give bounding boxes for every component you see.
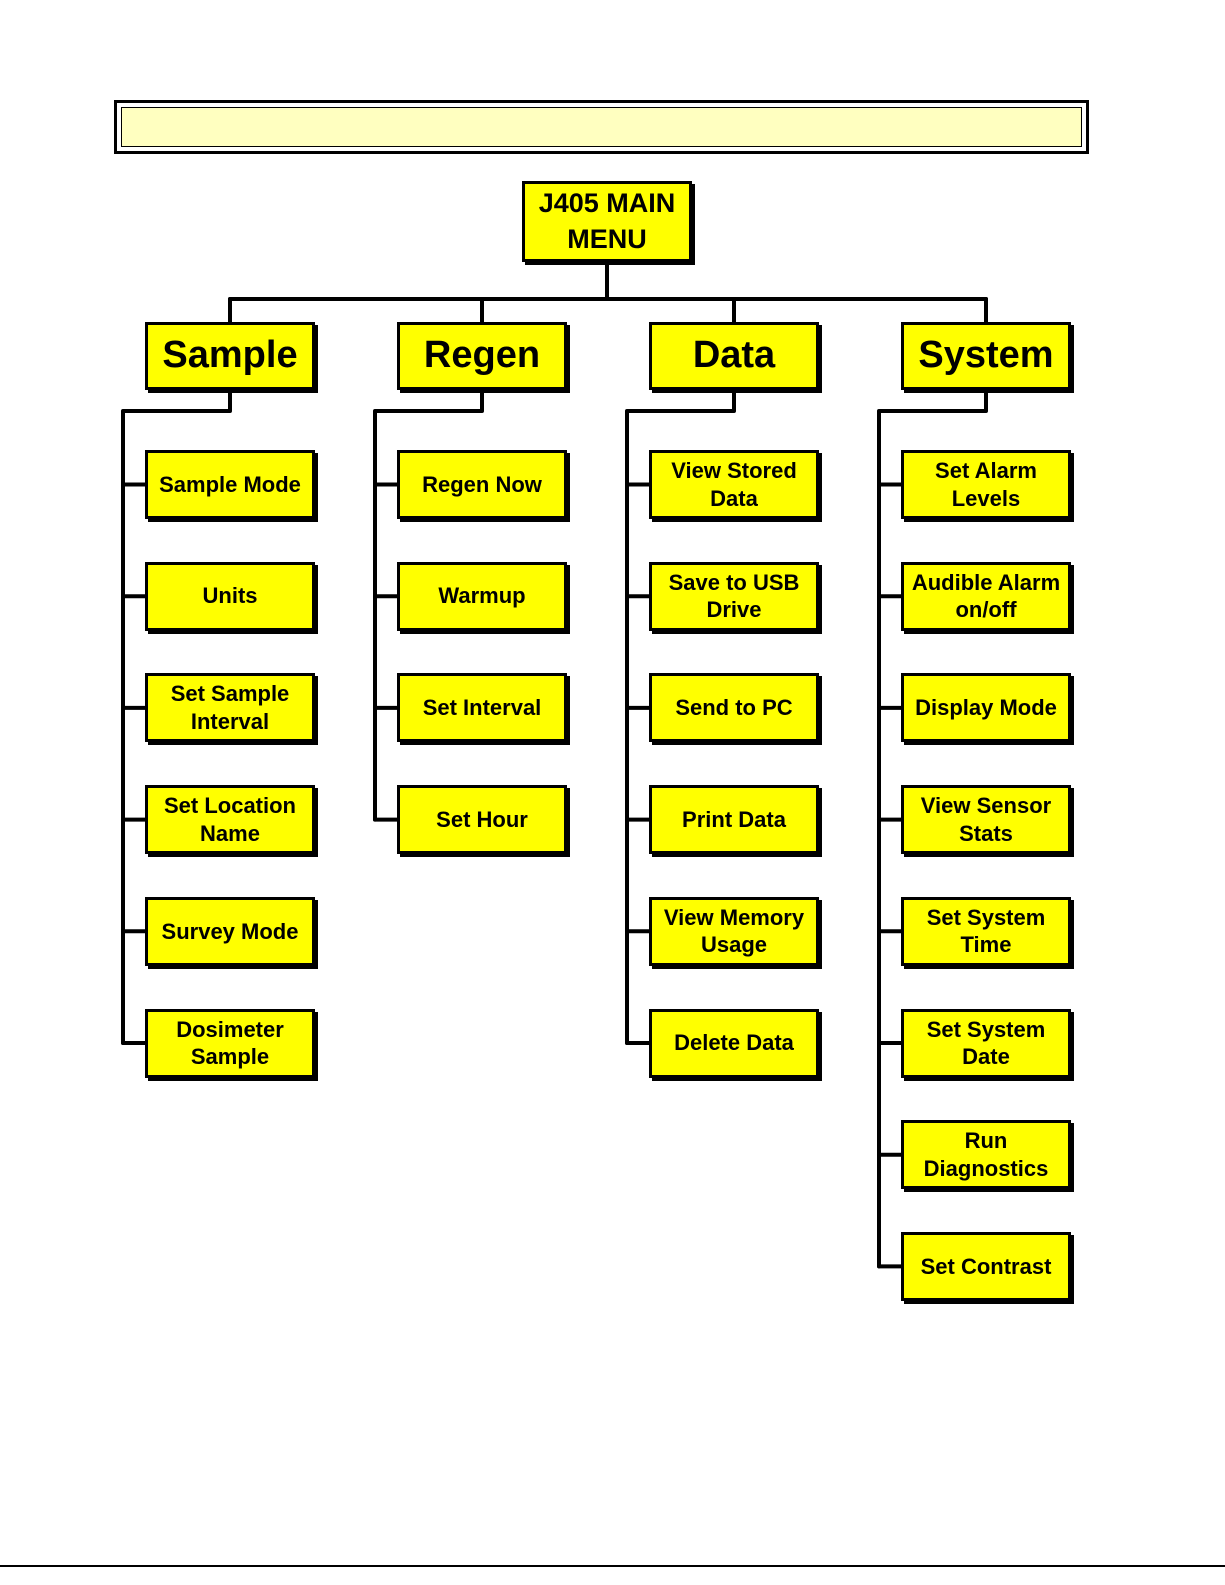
menu-item-survey-mode[interactable]: Survey Mode — [145, 896, 315, 966]
menu-item-units[interactable]: Units — [145, 561, 315, 631]
menu-node-sample[interactable]: Sample — [145, 322, 315, 390]
title-banner — [114, 100, 1089, 154]
menu-item-audible-alarm-on-off[interactable]: Audible Alarm on/off — [901, 561, 1071, 631]
menu-item-view-memory-usage[interactable]: View Memory Usage — [649, 896, 819, 966]
menu-item-set-interval[interactable]: Set Interval — [397, 673, 567, 743]
menu-item-set-system-date[interactable]: Set System Date — [901, 1008, 1071, 1078]
menu-item-set-alarm-levels[interactable]: Set Alarm Levels — [901, 450, 1071, 519]
menu-node-regen[interactable]: Regen — [397, 322, 567, 390]
menu-item-dosimeter-sample[interactable]: Dosimeter Sample — [145, 1008, 315, 1078]
menu-item-display-mode[interactable]: Display Mode — [901, 673, 1071, 743]
menu-item-set-system-time[interactable]: Set System Time — [901, 896, 1071, 966]
menu-item-view-stored-data[interactable]: View Stored Data — [649, 450, 819, 519]
menu-item-warmup[interactable]: Warmup — [397, 561, 567, 631]
title-banner-field — [121, 107, 1082, 147]
menu-item-set-location-name[interactable]: Set Location Name — [145, 785, 315, 855]
menu-item-print-data[interactable]: Print Data — [649, 785, 819, 855]
menu-item-set-sample-interval[interactable]: Set Sample Interval — [145, 673, 315, 743]
menu-node-root[interactable]: J405 MAIN MENU — [522, 181, 692, 262]
menu-item-set-contrast[interactable]: Set Contrast — [901, 1231, 1071, 1301]
menu-item-delete-data[interactable]: Delete Data — [649, 1008, 819, 1078]
menu-item-send-to-pc[interactable]: Send to PC — [649, 673, 819, 743]
menu-item-save-to-usb-drive[interactable]: Save to USB Drive — [649, 561, 819, 631]
menu-item-set-hour[interactable]: Set Hour — [397, 785, 567, 855]
menu-node-data[interactable]: Data — [649, 322, 819, 390]
menu-item-view-sensor-stats[interactable]: View Sensor Stats — [901, 785, 1071, 855]
menu-item-regen-now[interactable]: Regen Now — [397, 450, 567, 519]
menu-item-run-diagnostics[interactable]: Run Diagnostics — [901, 1120, 1071, 1190]
menu-node-system[interactable]: System — [901, 322, 1071, 390]
menu-item-sample-mode[interactable]: Sample Mode — [145, 450, 315, 519]
page-bottom-rule — [0, 1565, 1225, 1567]
